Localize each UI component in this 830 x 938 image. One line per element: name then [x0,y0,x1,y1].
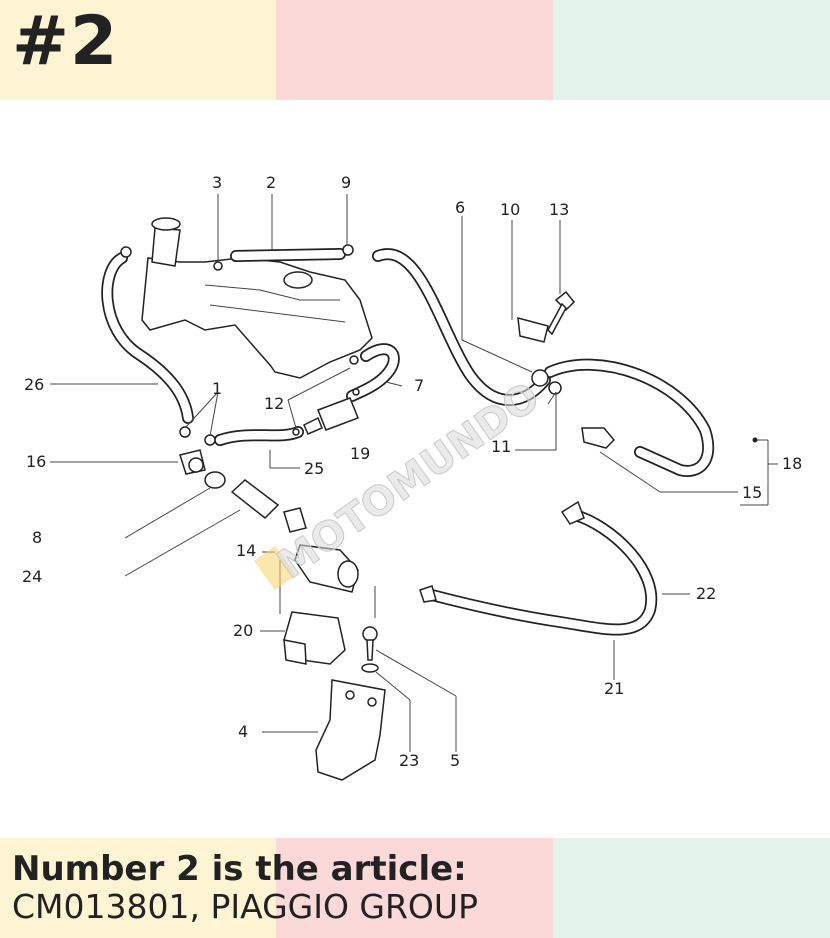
screw-5 [361,626,379,673]
callout-10: 10 [500,200,520,219]
watermark-logo: MOTOMUNDO [254,373,549,591]
article-caption-code: CM013801, PIAGGIO GROUP [12,887,478,926]
callout-9: 9 [341,173,351,192]
hose-2 [230,248,346,262]
watermark-text: MOTOMUNDO [269,374,548,588]
callout-21: 19 [350,444,370,463]
callout-1: 1 [212,379,222,398]
callout-7: 7 [414,376,424,395]
pump-holder-22 [283,611,346,665]
hose-6 [372,248,551,406]
clamps-1 [120,244,359,446]
callout-labels: 3 2 9 6 10 13 26 1 7 12 19 11 16 25 18 1… [22,173,802,770]
band-segment-green [553,838,830,938]
band-segment-yellow [0,838,276,938]
callout-12: 14 [236,541,256,560]
union-11 [531,369,562,395]
elbow-16 [560,500,585,525]
article-caption-title: Number 2 is the article: [12,849,467,889]
callout-25: 25 [304,459,324,478]
clamp-8 [204,471,226,489]
bottom-color-band [0,838,830,938]
exploded-parts-diagram: 3 2 9 6 10 13 26 1 7 12 19 11 16 25 18 1… [22,173,802,781]
callout-3: 3 [212,173,222,192]
hose-16-23 [422,509,658,636]
callout-18: 15 [742,483,762,502]
bullet-dot [752,437,758,443]
band-segment-green [553,0,830,100]
bolt-14 [547,290,576,336]
callout-16: 22 [696,584,716,603]
clip-10 [517,316,549,343]
callout-20: 18 [782,454,802,473]
hose-7 [346,343,400,402]
band-segment-pink [276,838,553,938]
callout-8: 8 [32,528,42,547]
hose-25 [214,426,304,446]
fuel-tank [141,217,373,379]
sleeve-24 [230,479,280,520]
end-fitting-23 [419,585,437,603]
bracket-4 [315,679,386,781]
callout-13: 12 [264,394,284,413]
callout-22: 20 [233,621,253,640]
callout-24: 24 [22,567,42,586]
band-segment-pink [276,0,553,100]
callout-19: 16 [26,452,46,471]
fuel-filter-21 [292,388,360,436]
callout-6: 6 [455,198,465,217]
fuel-pump-12 [283,507,359,593]
top-color-band [0,0,830,100]
callout-4: 4 [238,722,248,741]
hose-20 [544,358,715,477]
part-number-badge: #2 [12,2,119,81]
hose-26 [101,252,194,424]
callout-5: 5 [450,751,460,770]
elbow-18 [581,427,616,449]
callout-26: 26 [24,375,44,394]
callout-11: 11 [491,437,511,456]
callout-14: 13 [549,200,569,219]
connector-19 [179,449,206,475]
callout-15: 23 [399,751,419,770]
article-caption: Number 2 is the article: CM013801, PIAGG… [12,850,478,926]
callout-2: 2 [266,173,276,192]
band-segment-yellow [0,0,276,100]
callout-23: 21 [604,679,624,698]
leader-lines [50,194,778,752]
